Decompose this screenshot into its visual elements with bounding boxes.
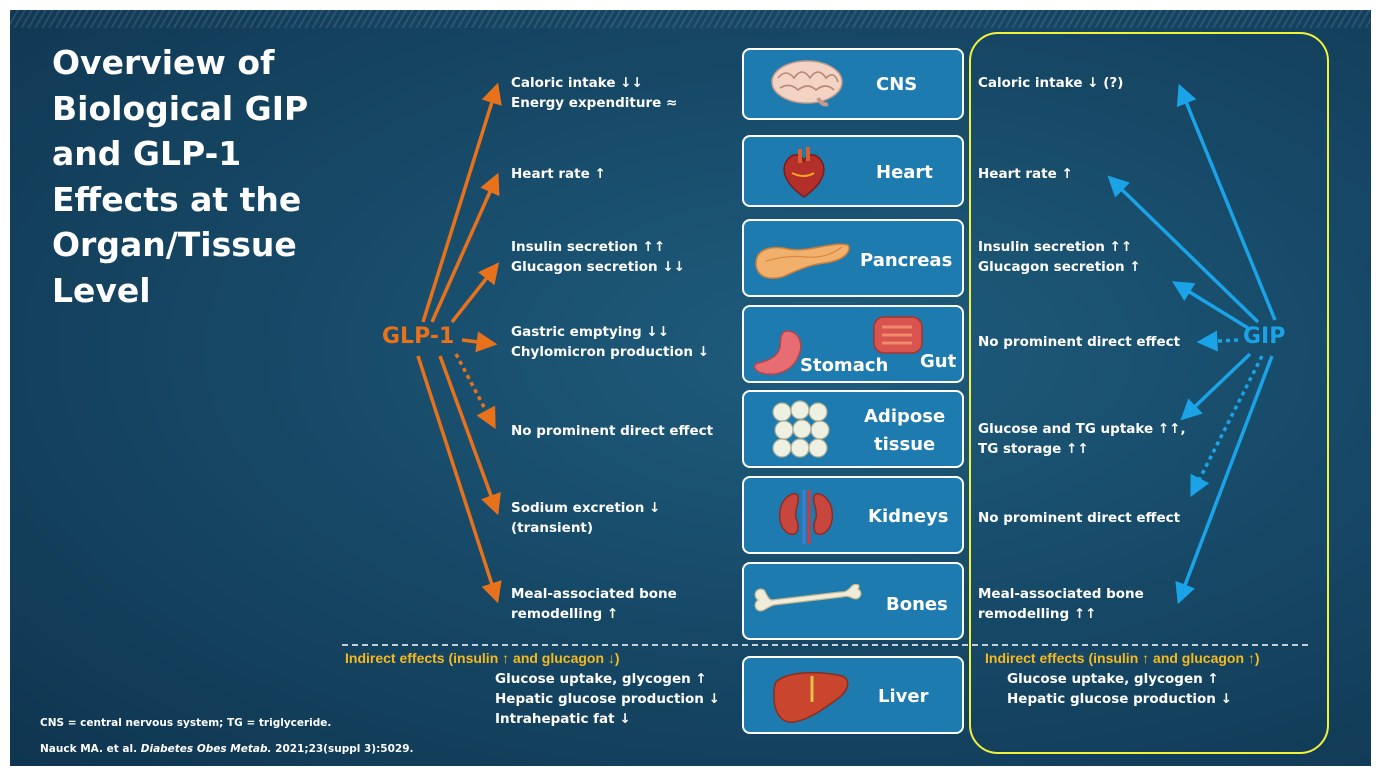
gip-arrow-stomach — [1200, 340, 1238, 342]
glp1-label: GLP-1 — [382, 324, 454, 349]
gip-label: GIP — [1243, 324, 1285, 349]
gip-arrow-bones — [1179, 356, 1272, 601]
title-line: and GLP-1 — [52, 131, 312, 177]
gip-effect-kidneys: No prominent direct effect — [978, 508, 1180, 528]
effect-line: Meal-associated bone — [978, 584, 1144, 604]
effect-line: Energy expenditure ≈ — [511, 93, 677, 113]
indirect-item: Hepatic glucose production ↓ — [495, 689, 720, 709]
glp1-arrow-stomach — [462, 340, 494, 344]
adipose-cells-icon — [770, 400, 836, 460]
organ-label-heart: Heart — [876, 162, 933, 183]
organ-label-tissue: tissue — [874, 434, 935, 455]
effect-line: Gastric emptying ↓↓ — [511, 322, 709, 342]
citation-details: 2021;23(suppl 3):5029. — [271, 743, 413, 755]
effect-line: Insulin secretion ↑↑ — [978, 237, 1141, 257]
effect-line: Chylomicron production ↓ — [511, 342, 709, 362]
organ-box-kidneys: Kidneys — [742, 476, 964, 554]
glp1-arrow-pancreas — [452, 265, 497, 322]
effect-line: No prominent direct effect — [978, 332, 1180, 352]
title-line: Biological GIP — [52, 86, 312, 132]
organ-box-adipose: Adipose tissue — [742, 390, 964, 468]
title-line: Effects at the — [52, 177, 312, 223]
glp1-arrow-heart — [432, 176, 497, 322]
slide-title: Overview of Biological GIP and GLP-1 Eff… — [52, 40, 312, 313]
glp1-effect-kidneys: Sodium excretion ↓ (transient) — [511, 498, 660, 538]
glp1-effect-cns: Caloric intake ↓↓ Energy expenditure ≈ — [511, 73, 677, 113]
glp1-arrow-kidneys — [440, 356, 497, 512]
organ-label-stomach: Stomach — [800, 355, 888, 376]
brain-icon — [768, 58, 846, 110]
indirect-heading-glp1: Indirect effects (insulin ↑ and glucagon… — [345, 650, 620, 666]
gip-effect-pancreas: Insulin secretion ↑↑ Glucagon secretion … — [978, 237, 1141, 277]
effect-line: TG storage ↑↑ — [978, 439, 1186, 459]
glp1-effect-pancreas: Insulin secretion ↑↑ Glucagon secretion … — [511, 237, 685, 277]
glp1-effect-adipose: No prominent direct effect — [511, 421, 713, 441]
indirect-item: Glucose uptake, glycogen ↑ — [1007, 669, 1232, 689]
title-line: Overview of — [52, 40, 312, 86]
gip-effect-cns: Caloric intake ↓ (?) — [978, 73, 1123, 93]
glp1-effect-stomach: Gastric emptying ↓↓ Chylomicron producti… — [511, 322, 709, 362]
abbreviation-footnote: CNS = central nervous system; TG = trigl… — [40, 717, 331, 729]
indirect-list-glp1: Glucose uptake, glycogen ↑ Hepatic gluco… — [495, 669, 720, 729]
title-line: Level — [52, 268, 312, 314]
effect-line: remodelling ↑↑ — [978, 604, 1144, 624]
gip-arrow-cns — [1180, 87, 1275, 320]
indirect-list-gip: Glucose uptake, glycogen ↑ Hepatic gluco… — [1007, 669, 1232, 709]
effect-line: Heart rate ↑ — [978, 164, 1073, 184]
gip-effect-stomach: No prominent direct effect — [978, 332, 1180, 352]
pancreas-icon — [752, 233, 854, 283]
organ-label-liver: Liver — [878, 686, 928, 707]
organ-label-gut: Gut — [920, 351, 956, 372]
citation-authors: Nauck MA. et al. — [40, 743, 141, 755]
effect-line: remodelling ↑ — [511, 604, 677, 624]
effect-line: Heart rate ↑ — [511, 164, 606, 184]
effect-line: Glucagon secretion ↑ — [978, 257, 1141, 277]
organ-box-pancreas: Pancreas — [742, 219, 964, 297]
gip-arrow-pancreas — [1175, 283, 1248, 328]
organ-label-adipose: Adipose — [864, 406, 945, 427]
effect-line: Sodium excretion ↓ — [511, 498, 660, 518]
organ-box-heart: Heart — [742, 135, 964, 207]
gip-effect-heart: Heart rate ↑ — [978, 164, 1073, 184]
liver-icon — [772, 668, 852, 726]
indirect-item: Hepatic glucose production ↓ — [1007, 689, 1232, 709]
effect-line: Caloric intake ↓ (?) — [978, 73, 1123, 93]
effect-line: Caloric intake ↓↓ — [511, 73, 677, 93]
glp1-effect-bones: Meal-associated bone remodelling ↑ — [511, 584, 677, 624]
organ-label-kidneys: Kidneys — [868, 506, 948, 527]
indirect-item: Glucose uptake, glycogen ↑ — [495, 669, 720, 689]
bone-icon — [750, 584, 866, 618]
organ-label-cns: CNS — [876, 74, 917, 95]
effect-line: Glucose and TG uptake ↑↑, — [978, 419, 1186, 439]
title-line: Organ/Tissue — [52, 222, 312, 268]
organ-label-pancreas: Pancreas — [860, 250, 952, 271]
organ-box-bones: Bones — [742, 562, 964, 640]
gip-effect-adipose: Glucose and TG uptake ↑↑, TG storage ↑↑ — [978, 419, 1186, 459]
gip-effect-bones: Meal-associated bone remodelling ↑↑ — [978, 584, 1144, 624]
effect-line: Insulin secretion ↑↑ — [511, 237, 685, 257]
citation-journal: Diabetes Obes Metab. — [141, 743, 272, 755]
organ-box-cns: CNS — [742, 48, 964, 120]
gip-arrow-adipose — [1183, 354, 1250, 418]
organ-box-stomach-gut: Stomach Gut — [742, 305, 964, 383]
heart-icon — [774, 143, 834, 203]
effect-line: No prominent direct effect — [511, 421, 713, 441]
indirect-heading-gip: Indirect effects (insulin ↑ and glucagon… — [985, 650, 1260, 666]
indirect-item: Intrahepatic fat ↓ — [495, 709, 720, 729]
effect-line: No prominent direct effect — [978, 508, 1180, 528]
organ-label-bones: Bones — [886, 594, 948, 615]
intestine-icon — [870, 313, 926, 357]
effect-line: (transient) — [511, 518, 660, 538]
organ-box-liver: Liver — [742, 656, 964, 734]
citation: Nauck MA. et al. Diabetes Obes Metab. 20… — [40, 743, 414, 755]
kidneys-icon — [778, 488, 834, 546]
effect-line: Meal-associated bone — [511, 584, 677, 604]
glp1-effect-heart: Heart rate ↑ — [511, 164, 606, 184]
effect-line: Glucagon secretion ↓↓ — [511, 257, 685, 277]
